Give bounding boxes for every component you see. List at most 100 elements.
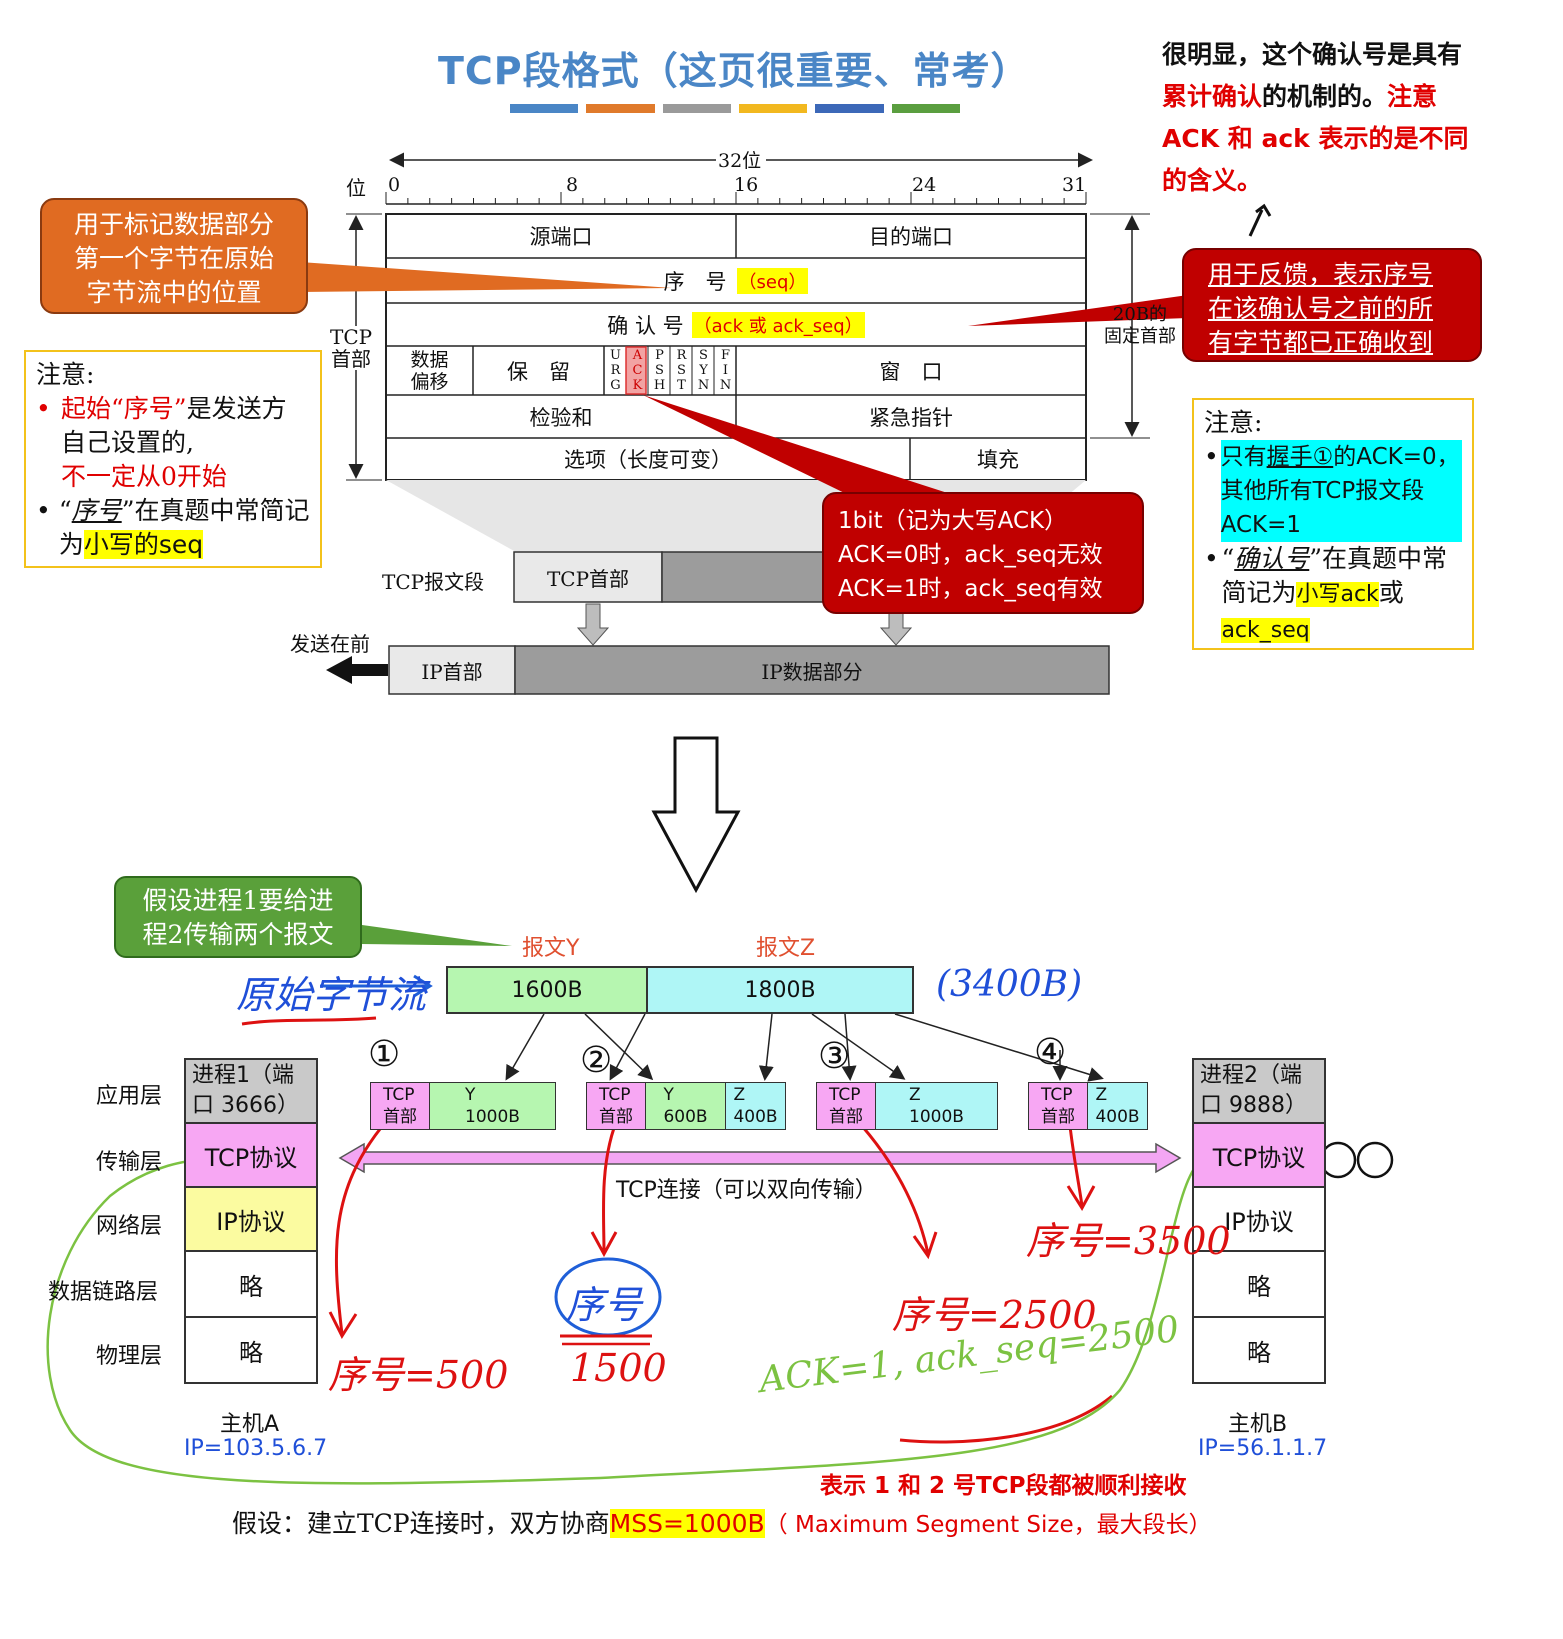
host-a-ip: IP协议 [184,1186,318,1252]
byte-stream-z: 1800B [648,966,914,1014]
seq-annotation-2-value: 1500 [570,1346,667,1390]
page-title: TCP段格式（这页很重要、常考） [438,49,1030,93]
send-first-label: 发送在前 [290,632,370,656]
received-seg-numbers: ①② [1327,1142,1393,1177]
ack-bit-line-3: ACK=1时，ack_seq有效 [838,576,1103,602]
left-note-box: 注意: • 起始“序号”是发送方自己设置的,不一定从0开始 • “序号”在真题中… [24,350,322,568]
bits-label: 32位 [718,150,762,172]
note-line-3: ACK 和 ack 表示的是不同 [1162,124,1469,153]
segment-number-2: ② [580,1040,613,1081]
assumption-a: 假设：建立TCP连接时，双方协商 [232,1509,610,1538]
right-note-title: 注意: [1204,408,1263,437]
host-a-process: 进程1（端口 3666） [184,1058,318,1124]
ip-data-box: IP数据部分 [761,659,863,684]
right-note-a: 只有 [1220,444,1267,470]
seq-annotation-3: 序号=2500 [892,1293,1097,1337]
title-bar-segment [891,104,960,113]
assumption-mss: MSS=1000B [609,1509,765,1538]
seq-label: 序 号 [663,269,727,294]
bullet-icon: • [1204,544,1219,573]
flags-group: URG ACK PSH RST SYN FIN [604,346,736,395]
seg1-y: Y 1000B [430,1082,556,1130]
note-line-1: 很明显，这个确认号是具有 [1162,40,1463,69]
tick-31: 31 [1062,174,1087,196]
urgent-pointer-field: 紧急指针 [869,405,953,430]
left-note-highlight: 小写的seq [83,530,204,559]
title-bar-segment [662,104,731,113]
ack-label: 确 认 号 [607,313,684,338]
window-field: 窗 口 [879,359,943,384]
seg4-header: TCP 首部 [1028,1082,1088,1130]
right-note-box: 注意: • 只有握手①的ACK=0，其他所有TCP报文段ACK=1 • “确认号… [1192,398,1474,650]
message-y-label: 报文Y [522,936,580,961]
flag-fin: FIN [718,348,733,393]
source-port-field: 源端口 [529,225,593,249]
right-note-text2: ”在真题中常简记为 [1221,544,1448,607]
tcp-header-label: TCP 首部 [330,325,373,371]
padding-field: 填充 [977,448,1019,472]
host-a-name: 主机A [220,1412,280,1437]
right-note-quote: “ [1221,544,1235,573]
top-right-note: 很明显，这个确认号是具有 累计确认的机制的。注意 ACK 和 ack 表示的是不… [1162,34,1492,202]
seg2-z: Z 400B [726,1082,786,1130]
sequence-number-field: 序 号 （seq） [386,258,1086,303]
flag-ack: ACK [630,348,645,393]
ack-bit-callout: 1bit（记为大写ACK） ACK=0时，ack_seq无效 ACK=1时，ac… [822,492,1144,614]
segment-number-1: ① [368,1034,401,1075]
host-a-tcp: TCP协议 [184,1122,318,1188]
host-b-datalink: 略 [1192,1250,1326,1318]
flag-psh: PSH [652,348,667,393]
ack-tag: （ack 或 ack_seq） [691,311,865,338]
flag-rst: RST [674,348,689,393]
layer-application: 应用层 [96,1084,163,1109]
host-b-tcp: TCP协议 [1192,1122,1326,1188]
note-cumulative: 累计确认 [1162,82,1263,111]
segment-number-4: ④ [1034,1032,1067,1073]
host-b-ip: IP协议 [1192,1186,1326,1252]
flag-syn: SYN [696,348,711,393]
right-note-hl1: 小写ack [1296,582,1379,607]
ack-bit-line-1: 1bit（记为大写ACK） [838,508,1068,534]
ip-head-box: IP首部 [421,659,483,684]
assumption-line: 假设：建立TCP连接时，双方协商MSS=1000B（ Maximum Segme… [232,1504,1212,1540]
seg1-header: TCP 首部 [370,1082,430,1130]
received-note: 表示 1 和 2 号TCP段都被顺利接收 [820,1473,1187,1499]
total-bytes-handwriting: (3400B) [936,964,1083,1005]
ack-callout: 用于反馈，表示序号 在该确认号之前的所 有字节都已正确收到 [1182,248,1482,362]
right-note-or: 或 [1378,578,1404,607]
left-note-text1: 是发送方自己设置的, [61,394,287,457]
title-color-bar [510,104,960,113]
tcp-connection-label: TCP连接（可以双向传输） [616,1178,877,1203]
tick-24: 24 [912,174,937,196]
left-note-text2: ”在真题中常简记为 [58,496,310,559]
host-b-process: 进程2（端口 9888） [1192,1058,1326,1124]
assumption-b: （ Maximum Segment Size，最大段长） [764,1512,1212,1538]
layer-transport: 传输层 [96,1150,163,1175]
tick-0: 0 [388,174,401,196]
tcp-head-box: TCP首部 [546,566,630,591]
seq-tag: （seq） [736,267,809,294]
left-note-italic: 序号 [71,496,122,525]
layer-network: 网络层 [96,1214,163,1239]
checksum-field: 检验和 [529,405,593,430]
title-bar-segment [510,104,579,113]
byte-stream-y: 1600B [446,966,648,1014]
message-z-label: 报文Z [756,936,816,961]
left-note-title: 注意: [36,360,95,389]
bullet-icon: • [1204,442,1219,471]
title-bar-segment [815,104,884,113]
flag-urg: URG [608,348,623,393]
seq-callout: 用于标记数据部分 第一个字节在原始 字节流中的位置 [40,198,308,314]
raw-stream-handwriting: 原始字节流 [236,973,427,1017]
reserved-field: 保 留 [507,359,570,384]
process-callout: 假设进程1要给进 程2传输两个报文 [114,876,362,958]
seg3-header: TCP 首部 [816,1082,876,1130]
host-b-name: 主机B [1228,1412,1288,1437]
tick-16: 16 [734,174,759,196]
note-attention: 注意 [1387,82,1438,111]
options-field: 选项（长度可变） [564,448,732,472]
seg3-z: Z 1000B [876,1082,998,1130]
seq-annotation-2-word: 序号 [566,1283,643,1327]
right-note-hl2: ack_seq [1221,618,1310,643]
title-bar-segment [738,104,808,113]
